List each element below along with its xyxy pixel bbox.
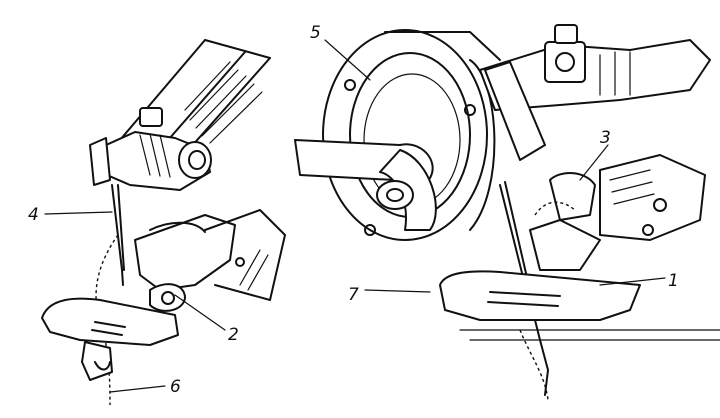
bobbin-case-lever <box>294 139 437 231</box>
right-assembly: 5 3 1 7 <box>294 23 720 401</box>
right-needle <box>499 181 529 286</box>
needle-bar-clamp <box>89 107 212 191</box>
left-looper-body <box>134 209 286 312</box>
left-assembly: 4 2 6 <box>28 39 286 406</box>
label-6: 6 <box>170 377 181 397</box>
label-2: 2 <box>228 325 239 345</box>
label-1: 1 <box>668 271 679 291</box>
label-4: 4 <box>28 205 39 225</box>
right-upper-shaft <box>479 24 711 161</box>
needle <box>111 184 125 286</box>
label-7: 7 <box>348 285 359 305</box>
hook-mechanism <box>529 154 706 271</box>
right-presser-foot <box>439 270 641 401</box>
label-3: 3 <box>600 128 611 148</box>
fabric-lines <box>459 329 720 341</box>
left-presser-foot <box>41 297 179 381</box>
label-5: 5 <box>310 23 321 43</box>
